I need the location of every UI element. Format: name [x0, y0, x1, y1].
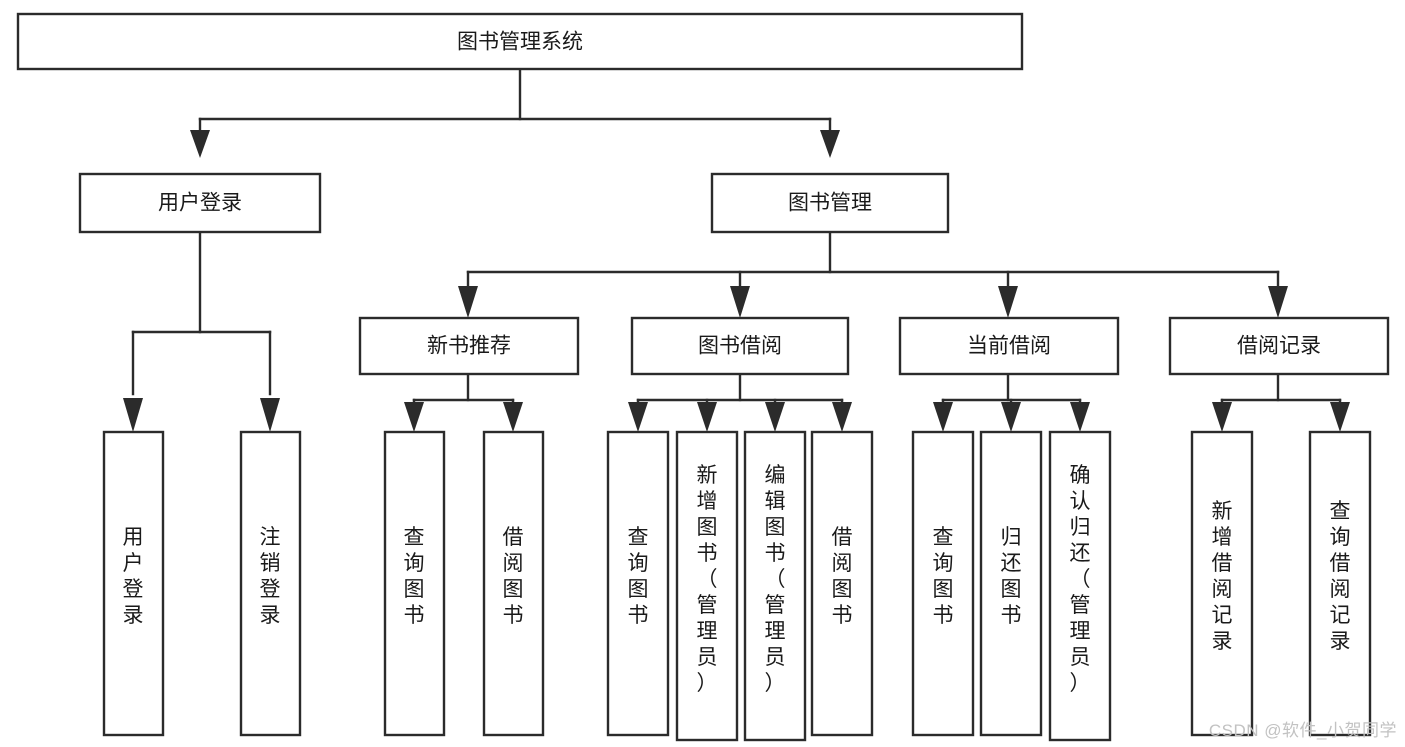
leaf-newbook-borrow-box[interactable]	[482, 430, 545, 737]
node-user-login[interactable]: 用户登录	[78, 172, 322, 234]
leaf-bookborrow-query-box[interactable]	[606, 430, 670, 737]
leaf-logout-label: 注销登录	[260, 526, 281, 627]
leaf-currentborrow-return-box[interactable]	[979, 430, 1043, 737]
arrow-head-currentborrow-leaf-3	[1070, 402, 1090, 432]
leaf-node[interactable]: 确认归还（管理员）	[1048, 430, 1112, 742]
node-new-book-recommend[interactable]: 新书推荐	[358, 316, 580, 376]
leaf-borrowrecord-query-label: 查询借阅记录	[1330, 500, 1351, 653]
node-book-borrow[interactable]: 图书借阅	[630, 316, 850, 376]
arrow-head-user-login	[190, 130, 210, 158]
arrow-head-book-manage	[820, 130, 840, 158]
connector-layer	[123, 67, 1350, 432]
arrow-head-currentborrow-leaf-1	[933, 402, 953, 432]
leaf-bookborrow-edit-box[interactable]	[743, 430, 807, 742]
node-current-borrow-label: 当前借阅	[967, 335, 1051, 358]
arrow-head-bookborrow-leaf-4	[832, 402, 852, 432]
arrow-head-book-borrow	[730, 286, 750, 318]
leaf-node[interactable]: 注销登录	[239, 430, 302, 737]
node-book-borrow-box[interactable]	[630, 316, 850, 376]
leaf-borrowrecord-add-label: 新增借阅记录	[1212, 500, 1233, 653]
leaf-newbook-query-label: 查询图书	[404, 526, 425, 627]
leaf-node[interactable]: 查询图书	[911, 430, 975, 737]
node-user-login-label: 用户登录	[158, 192, 242, 215]
arrow-head-bookborrow-leaf-1	[628, 402, 648, 432]
arrow-head-borrow-record	[1268, 286, 1288, 318]
leaf-node[interactable]: 编辑图书（管理员）	[743, 430, 807, 742]
leaf-bookborrow-borrow-label: 借阅图书	[832, 526, 853, 627]
leaf-currentborrow-confirm-box[interactable]	[1048, 430, 1112, 742]
node-new-book-recommend-box[interactable]	[358, 316, 580, 376]
arrow-head-current-borrow	[998, 286, 1018, 318]
watermark-text: CSDN @软件_小贺同学	[1208, 721, 1397, 740]
arrow-head-borrowrecord-leaf-2	[1330, 402, 1350, 432]
arrow-head-bookborrow-leaf-3	[765, 402, 785, 432]
node-borrow-record-box[interactable]	[1168, 316, 1390, 376]
leaf-node[interactable]: 借阅图书	[810, 430, 874, 737]
leaf-bookborrow-borrow-box[interactable]	[810, 430, 874, 737]
leaf-currentborrow-query-box[interactable]	[911, 430, 975, 737]
leaf-user-login-label: 用户登录	[123, 526, 144, 627]
leaf-node[interactable]: 查询借阅记录	[1308, 430, 1372, 737]
node-new-book-recommend-label: 新书推荐	[427, 335, 511, 358]
node-root-label: 图书管理系统	[457, 31, 583, 54]
leaf-node[interactable]: 新增图书（管理员）	[675, 430, 739, 742]
arrow-head-leaf-user-login	[123, 398, 143, 432]
leaf-newbook-borrow-label: 借阅图书	[503, 526, 524, 627]
leaf-bookborrow-edit-label: 编辑图书（管理员）	[765, 464, 786, 695]
leaf-logout-box[interactable]	[239, 430, 302, 737]
leaf-bookborrow-query-label: 查询图书	[628, 526, 649, 627]
leaf-borrowrecord-add-box[interactable]	[1190, 430, 1254, 737]
arrow-head-currentborrow-leaf-2	[1001, 402, 1021, 432]
leaf-bookborrow-add-box[interactable]	[675, 430, 739, 742]
node-root[interactable]: 图书管理系统	[16, 12, 1024, 71]
leaf-node[interactable]: 用户登录	[102, 430, 165, 737]
leaf-node[interactable]: 归还图书	[979, 430, 1043, 737]
node-book-manage[interactable]: 图书管理	[710, 172, 950, 234]
arrow-head-newbook-leaf-2	[503, 402, 523, 432]
arrow-head-borrowrecord-leaf-1	[1212, 402, 1232, 432]
node-borrow-record[interactable]: 借阅记录	[1168, 316, 1390, 376]
arrow-head-leaf-logout	[260, 398, 280, 432]
node-root-box[interactable]	[16, 12, 1024, 71]
leaf-bookborrow-add-label: 新增图书（管理员）	[697, 464, 718, 695]
node-book-borrow-label: 图书借阅	[698, 335, 782, 358]
node-user-login-box[interactable]	[78, 172, 322, 234]
node-borrow-record-label: 借阅记录	[1237, 335, 1321, 358]
leaf-node[interactable]: 查询图书	[383, 430, 446, 737]
node-book-manage-label: 图书管理	[788, 192, 872, 215]
node-current-borrow[interactable]: 当前借阅	[898, 316, 1120, 376]
leaf-borrowrecord-query-box[interactable]	[1308, 430, 1372, 737]
node-current-borrow-box[interactable]	[898, 316, 1120, 376]
leaf-currentborrow-return-label: 归还图书	[1001, 526, 1022, 627]
arrow-head-bookborrow-leaf-2	[697, 402, 717, 432]
leaf-node[interactable]: 查询图书	[606, 430, 670, 737]
leaf-currentborrow-query-label: 查询图书	[933, 526, 954, 627]
arrow-head-newbook-leaf-1	[404, 402, 424, 432]
leaf-currentborrow-confirm-label: 确认归还（管理员）	[1070, 464, 1091, 695]
arrow-head-new-book	[458, 286, 478, 318]
node-book-manage-box[interactable]	[710, 172, 950, 234]
leaf-user-login-box[interactable]	[102, 430, 165, 737]
leaf-node[interactable]: 新增借阅记录	[1190, 430, 1254, 737]
leaf-newbook-query-box[interactable]	[383, 430, 446, 737]
leaf-node[interactable]: 借阅图书	[482, 430, 545, 737]
